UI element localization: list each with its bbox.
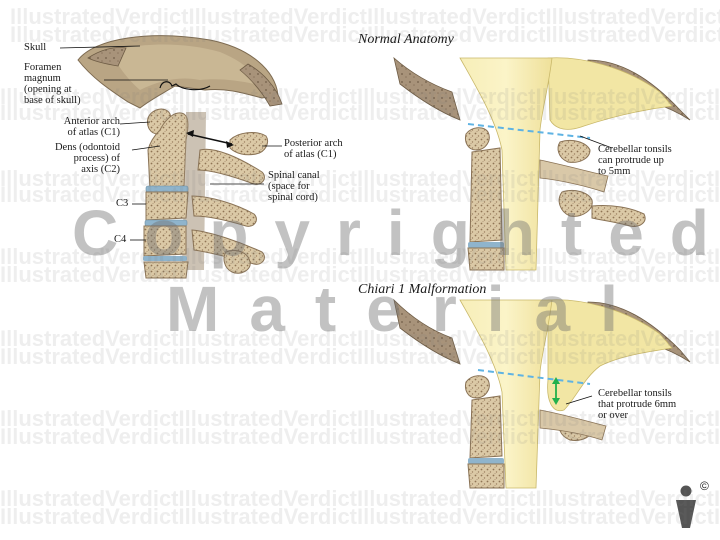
c4-vertebra: [144, 226, 186, 256]
disc-c3-c4: [145, 220, 187, 226]
disc-c2-c3: [146, 186, 188, 192]
cerebellum-normal: [548, 58, 672, 130]
label-dens: Dens (odontoid process) of axis (C2): [28, 142, 120, 175]
label-posterior-arch: Posterior arch of atlas (C1): [284, 138, 343, 160]
heading-normal-anatomy: Normal Anatomy: [358, 32, 454, 48]
label-foramen-magnum: Foramen magnum (opening at base of skull…: [24, 62, 81, 106]
posterior-arch-c1: [230, 133, 268, 155]
label-spinal-canal: Spinal canal (space for spinal cord): [268, 170, 320, 203]
label-normal-tonsils: Cerebellar tonsils can protrude up to 5m…: [598, 144, 672, 177]
illustrated-verdict-logo: [676, 486, 696, 529]
label-c3: C3: [116, 198, 128, 209]
label-chiari-tonsils: Cerebellar tonsils that protrude 6mm or …: [598, 388, 676, 421]
label-skull: Skull: [24, 42, 46, 53]
label-c4: C4: [114, 234, 126, 245]
heading-chiari: Chiari 1 Malformation: [358, 282, 486, 298]
label-anterior-arch: Anterior arch of atlas (C1): [30, 116, 120, 138]
c3-vertebra: [146, 192, 188, 220]
copyright-symbol: ©: [700, 479, 709, 493]
